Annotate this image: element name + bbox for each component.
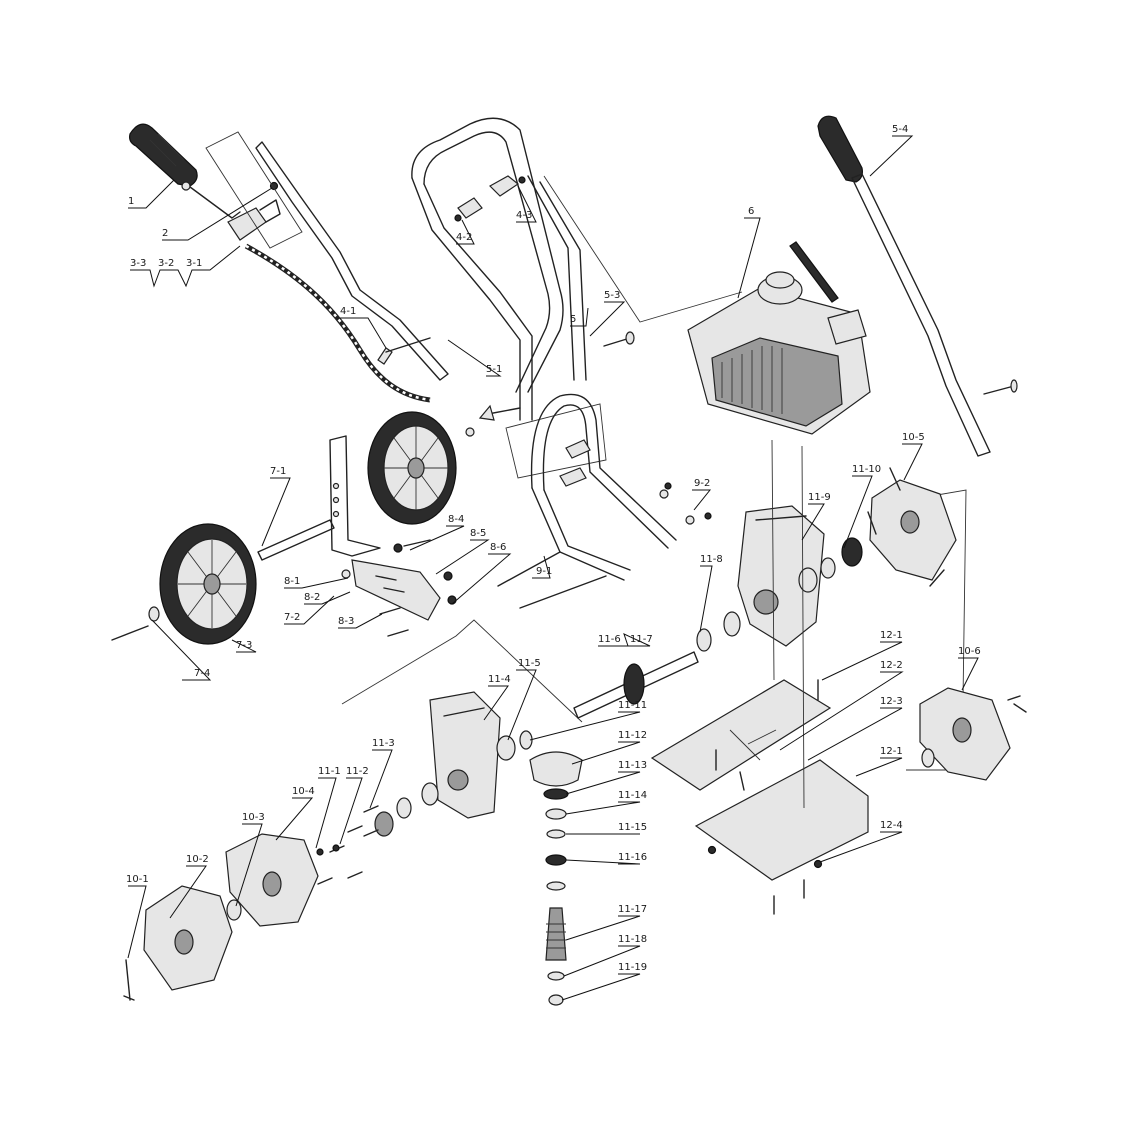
grip-group-outline [205,131,303,249]
label-12-2: 12-2 [880,660,903,671]
label-10-2: 10-2 [186,854,209,865]
label-10-6: 10-6 [958,646,981,657]
label-3-3: 3-3 [130,258,146,269]
label-7-3: 7-3 [236,640,252,651]
washers-bearings [374,537,863,837]
label-12-4: 12-4 [880,820,903,831]
label-11-6: 11-6 [598,634,621,645]
label-5-1: 5-1 [486,364,502,375]
small-bolts-11 [316,805,379,885]
engine-mount-lines [771,439,805,809]
handle-bolts-5 [465,331,635,437]
label-11-10: 11-10 [852,464,881,475]
label-10-3: 10-3 [242,812,265,823]
label-11-13: 11-13 [618,760,647,771]
tine-10-2 [123,885,233,1001]
label-8-3: 8-3 [338,616,354,627]
label-8-5: 8-5 [470,528,486,539]
label-11-3: 11-3 [372,738,395,749]
label-11-8: 11-8 [700,554,723,565]
label-11-17: 11-17 [618,904,647,915]
gear-stack-11-12-to-11-19 [529,751,583,1006]
label-11-2: 11-2 [346,766,369,777]
drive-shaft-11-6 [573,651,699,719]
label-8-1: 8-1 [284,576,300,587]
label-8-6: 8-6 [490,542,506,553]
label-4-2: 4-2 [456,232,472,243]
label-3-1: 3-1 [186,258,202,269]
label-11-18: 11-18 [618,934,647,945]
wheel-bolt-7-4 [111,606,160,641]
depth-bar-bracket-8 [341,539,457,637]
label-9-2: 9-2 [694,478,710,489]
wheel-axle-7-1 [257,435,381,561]
lower-loop-frame [530,393,677,581]
engine-callout-line [543,175,743,323]
label-11-4: 11-4 [488,674,511,685]
label-10-1: 10-1 [126,874,149,885]
handle-group-outline [505,403,607,479]
gearbox-outline-left [341,619,583,723]
right-handle-tube [851,173,1018,457]
label-5-3: 5-3 [604,290,620,301]
label-11-12: 11-12 [618,730,647,741]
leader-lines [127,135,979,1001]
tine-10-5 [867,467,957,587]
throttle-cable [244,243,431,403]
label-11-1: 11-1 [318,766,341,777]
label-4-1: 4-1 [340,306,356,317]
tine-10-4 [225,833,319,927]
label-1: 1 [128,196,134,207]
label-11-5: 11-5 [518,658,541,669]
label-9-1: 9-1 [536,566,552,577]
label-5: 5 [570,314,576,325]
label-5-4: 5-4 [892,124,908,135]
frame-bolts-9 [497,482,712,609]
label-8-2: 8-2 [304,592,320,603]
label-11-19: 11-19 [618,962,647,973]
label-7-1: 7-1 [270,466,286,477]
throttle-lever [181,181,241,219]
label-7-4: 7-4 [194,668,210,679]
engine [687,241,871,435]
tine-10-6 [919,687,1027,781]
label-4-3: 4-3 [516,210,532,221]
label-7-2: 7-2 [284,612,300,623]
label-10-5: 10-5 [902,432,925,443]
label-11-14: 11-14 [618,790,647,801]
label-11-16: 11-16 [618,852,647,863]
left-handle-tube [255,141,449,381]
label-11-15: 11-15 [618,822,647,833]
gearbox-left-half [429,691,501,819]
label-12-3: 12-3 [880,696,903,707]
label-2: 2 [162,228,168,239]
skid-plate [650,679,869,915]
handle-clamp-4-3 [454,175,526,222]
label-3-2: 3-2 [158,258,174,269]
label-11-7: 11-7 [630,634,653,645]
wheel-lower [159,523,257,645]
throttle-bracket [227,181,281,241]
label-12-1-bottom: 12-1 [880,746,903,757]
wheel-upper [367,411,457,525]
label-11-9: 11-9 [808,492,831,503]
handle-knob-4-1 [377,337,431,365]
label-10-4: 10-4 [292,786,315,797]
left-grip [129,123,198,187]
label-12-1-top: 12-1 [880,630,903,641]
part-labels: 1 2 3-3 3-2 3-1 4-1 4-2 4-3 5 5-1 5-3 5-… [126,124,981,973]
main-handle-frame [411,117,587,421]
label-8-4: 8-4 [448,514,464,525]
label-6: 6 [748,206,754,217]
label-11-11: 11-11 [618,700,647,711]
right-grip [817,115,863,183]
